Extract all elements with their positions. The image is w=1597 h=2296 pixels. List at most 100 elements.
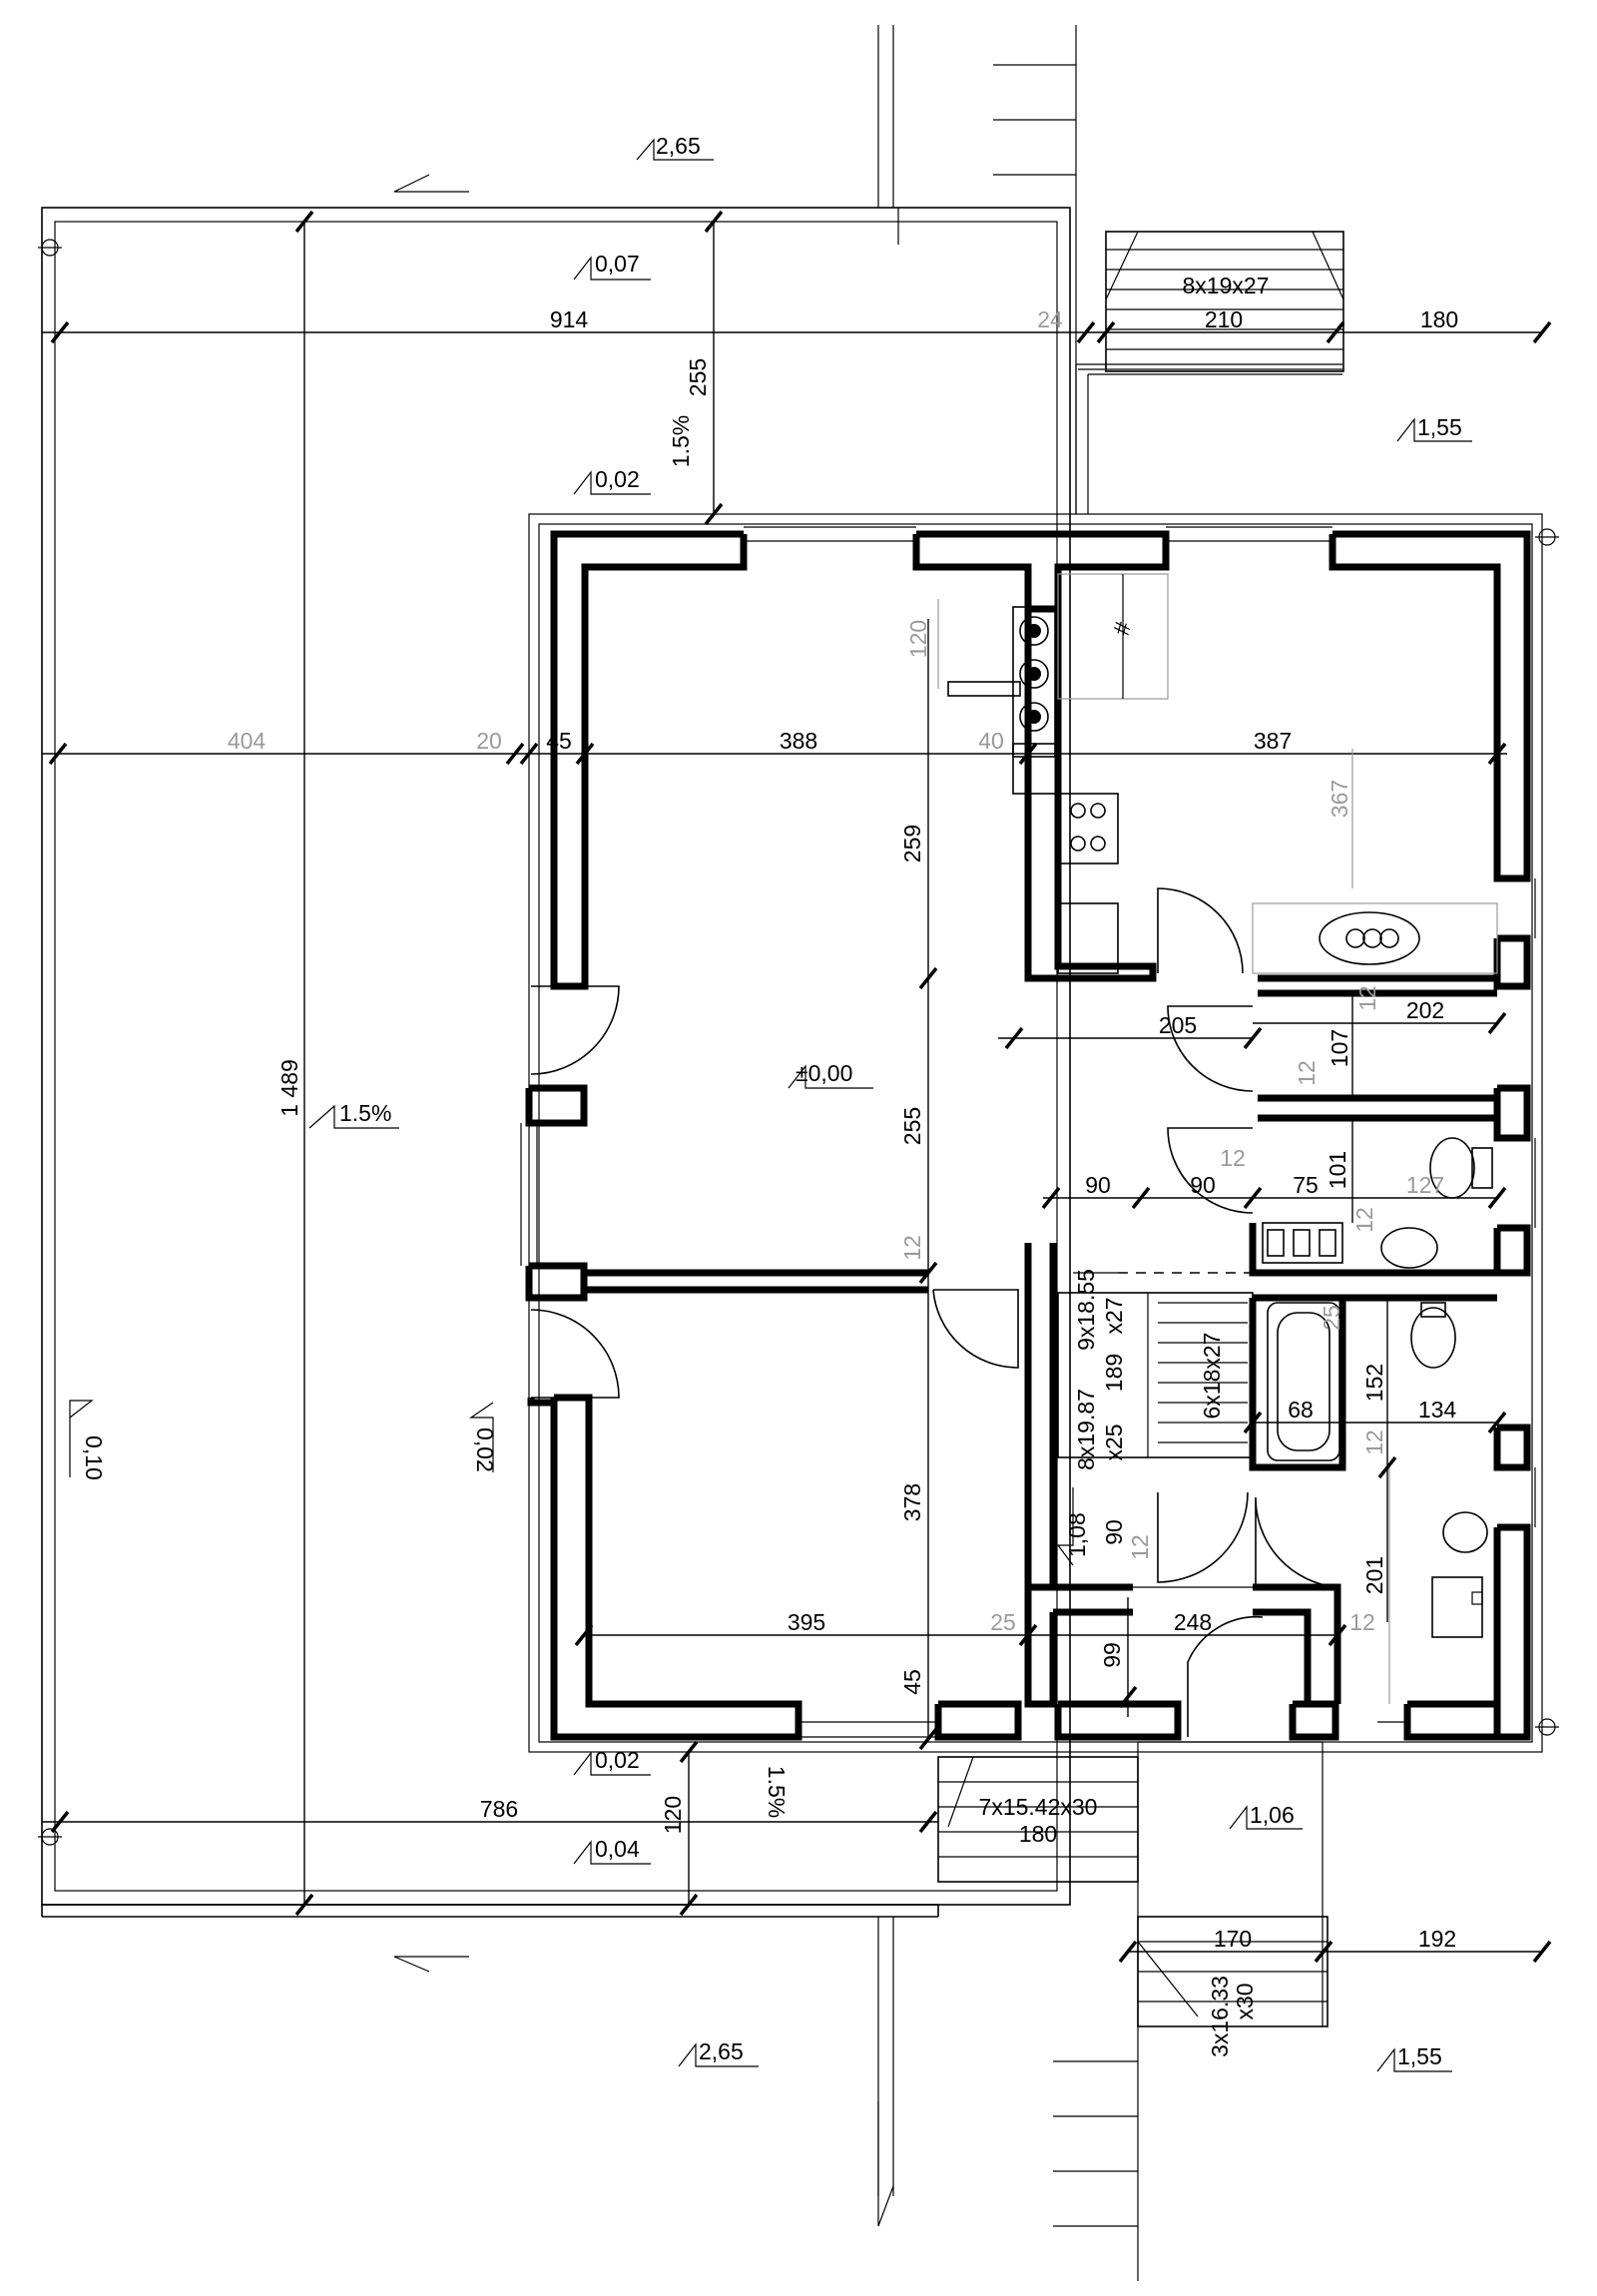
stair-top-label: 8x19x27 xyxy=(1183,273,1270,298)
dim-255-top: 255 xyxy=(685,358,711,396)
stair-label-e: 3x16.33 xyxy=(1207,1976,1233,2057)
svg-text:0,02: 0,02 xyxy=(595,466,640,492)
level-marker-002-c: 0,02 xyxy=(573,1747,651,1776)
dim-914: 914 xyxy=(550,306,589,332)
svg-text:0,07: 0,07 xyxy=(595,251,640,277)
dim-1489: 1 489 xyxy=(276,1059,302,1117)
level-marker-265-bottom: 2,65 xyxy=(678,2038,759,2067)
dim-24: 24 xyxy=(1037,306,1063,332)
house-contour xyxy=(528,513,1543,1753)
site-lines-top xyxy=(877,25,1342,514)
terrace-outline xyxy=(41,207,1071,1918)
dim-248: 248 xyxy=(1174,1609,1212,1635)
level-marker-108: 1,08 xyxy=(1056,1487,1090,1566)
dim-201: 201 xyxy=(1361,1556,1387,1594)
dim-12-d: 12 xyxy=(1220,1145,1246,1171)
dim-20: 20 xyxy=(476,728,502,754)
dim-45: 45 xyxy=(546,728,572,754)
svg-text:1,55: 1,55 xyxy=(1417,414,1462,440)
dim-45-v: 45 xyxy=(899,1669,925,1695)
dim-12-b: 12 xyxy=(1294,1060,1320,1086)
svg-text:2,65: 2,65 xyxy=(699,2038,744,2064)
level-marker-155-top: 1,55 xyxy=(1396,414,1472,442)
stair-label-c2: x25 xyxy=(1101,1424,1127,1460)
level-marker-007: 0,07 xyxy=(573,251,651,281)
dim-120-bottom: 120 xyxy=(660,1796,686,1834)
dim-378: 378 xyxy=(899,1483,925,1521)
dim-367: 367 xyxy=(1327,780,1352,818)
dim-90-stair: 90 xyxy=(1101,1519,1127,1545)
dim-107: 107 xyxy=(1327,1029,1352,1067)
dim-192: 192 xyxy=(1418,1926,1456,1952)
stair-top: 8x19x27 xyxy=(1105,231,1344,372)
dim-134: 134 xyxy=(1418,1397,1457,1423)
dimension-lines xyxy=(42,208,1542,1953)
slope-top: 1.5% xyxy=(668,415,694,467)
site-lines-bottom xyxy=(877,1741,1324,2281)
svg-text:1.5%: 1.5% xyxy=(339,1100,391,1126)
level-marker-265-top: 2,65 xyxy=(636,133,714,161)
level-markers: 2,65 0,07 1,55 0,02 ±0,00 0,10 0,02 1,0 xyxy=(69,133,1472,2072)
dim-255-living: 255 xyxy=(899,1107,925,1145)
dim-12-f: 12 xyxy=(1127,1534,1153,1560)
dim-25-h: 25 xyxy=(990,1609,1016,1635)
level-marker-002-b: 0,02 xyxy=(469,1402,498,1472)
svg-text:0,04: 0,04 xyxy=(595,1836,640,1862)
stair-label-a: 9x18.55 xyxy=(1073,1269,1099,1351)
dimension-labels: 914 24 210 180 255 1.5% 404 20 45 388 40… xyxy=(228,306,1458,2057)
svg-text:0,02: 0,02 xyxy=(472,1428,498,1472)
stair-bottom-label: 7x15.42x30 xyxy=(979,1794,1098,1820)
dim-120-kitchen: 120 xyxy=(905,620,931,658)
dim-12-e: 12 xyxy=(1351,1207,1377,1233)
dim-12-a: 12 xyxy=(1354,985,1380,1011)
dim-12-c: 12 xyxy=(899,1235,925,1261)
grid-markers xyxy=(38,239,1559,1846)
dim-259: 259 xyxy=(899,825,925,862)
ruler-ticks-top xyxy=(993,64,1076,176)
dim-127: 127 xyxy=(1406,1172,1444,1198)
dim-210: 210 xyxy=(1205,306,1243,332)
svg-text:1,06: 1,06 xyxy=(1250,1802,1295,1828)
dim-90-a: 90 xyxy=(1085,1172,1111,1198)
level-marker-106: 1,06 xyxy=(1229,1802,1303,1830)
dim-101: 101 xyxy=(1325,1151,1350,1189)
kitchen: # xyxy=(947,573,1169,974)
dim-404: 404 xyxy=(228,728,266,754)
svg-text:0,10: 0,10 xyxy=(81,1435,107,1480)
sanitary xyxy=(1252,902,1498,1704)
dim-202: 202 xyxy=(1406,997,1444,1023)
svg-text:±0,00: ±0,00 xyxy=(796,1060,852,1086)
windows xyxy=(520,526,1536,1738)
slope-bottom: 1.5% xyxy=(764,1766,790,1818)
dim-68: 68 xyxy=(1288,1397,1314,1423)
svg-text:2,65: 2,65 xyxy=(656,133,701,159)
dim-395: 395 xyxy=(788,1609,825,1635)
dim-786: 786 xyxy=(480,1796,518,1822)
level-marker-000: ±0,00 xyxy=(788,1060,873,1089)
dim-180-bottom: 180 xyxy=(1019,1821,1057,1847)
stair-label-c: 8x19.87 xyxy=(1073,1389,1099,1470)
level-marker-010: 0,10 xyxy=(69,1400,107,1480)
dim-189: 189 xyxy=(1101,1354,1127,1392)
dim-205: 205 xyxy=(1159,1012,1197,1038)
dim-90-b: 90 xyxy=(1190,1172,1216,1198)
dim-388: 388 xyxy=(780,728,817,754)
dim-387: 387 xyxy=(1254,728,1292,754)
dim-12-h: 12 xyxy=(1349,1609,1375,1635)
slope-terrace-marker: 1.5% xyxy=(308,1100,399,1129)
shaft-mark: # xyxy=(1108,619,1136,638)
slope-arrows xyxy=(393,174,894,2227)
dim-75: 75 xyxy=(1293,1172,1319,1198)
dim-12-g: 12 xyxy=(1361,1430,1387,1455)
dimension-ticks xyxy=(48,210,1552,1964)
level-marker-004: 0,04 xyxy=(573,1836,651,1865)
stair-bottom: 7x15.42x30 xyxy=(937,1756,1139,1883)
dim-152: 152 xyxy=(1361,1364,1387,1402)
stair-label-a2: x27 xyxy=(1101,1297,1127,1334)
level-marker-002-a: 0,02 xyxy=(573,466,651,495)
stair-label-b: 6x18x27 xyxy=(1199,1333,1225,1420)
svg-text:1,08: 1,08 xyxy=(1064,1512,1090,1557)
dim-40: 40 xyxy=(978,728,1004,754)
doors xyxy=(530,887,1338,1737)
